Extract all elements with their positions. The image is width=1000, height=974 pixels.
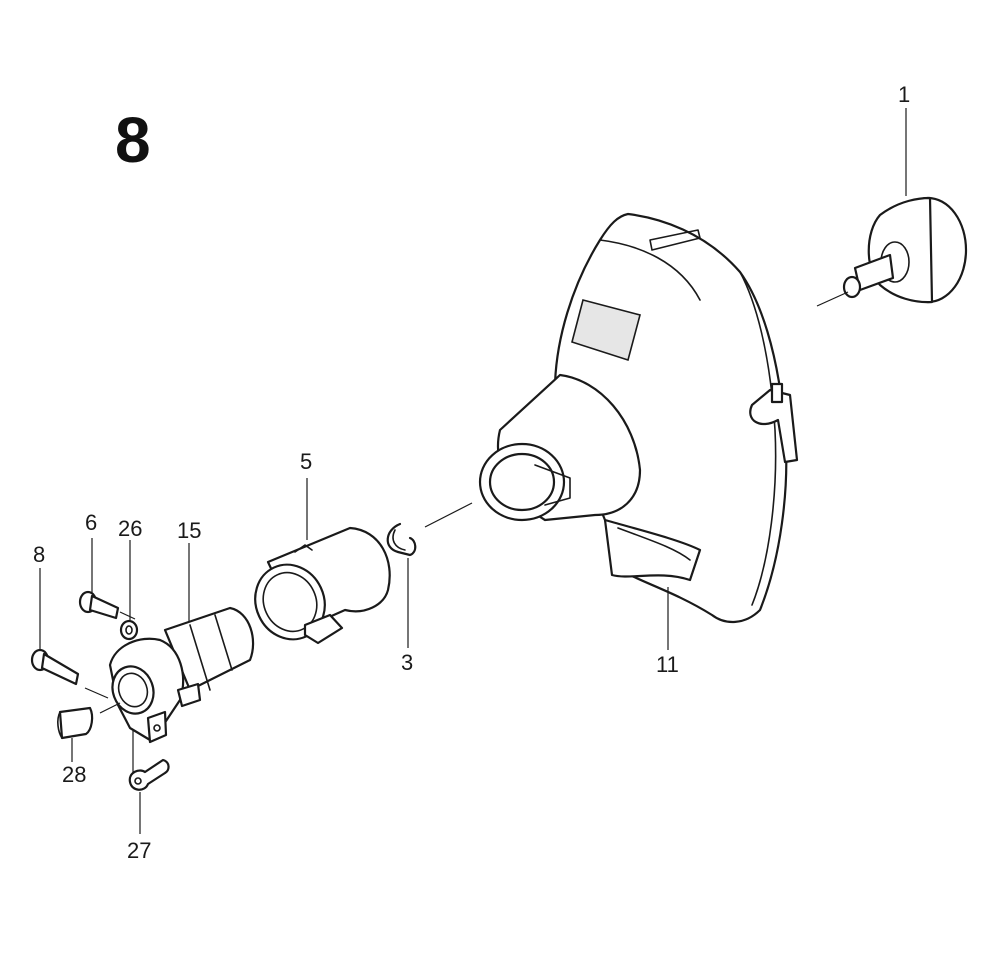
part-6-screw	[78, 590, 136, 620]
part-3-retaining-clip	[386, 522, 417, 557]
callout-3: 3	[401, 650, 413, 675]
callout-26: 26	[118, 516, 142, 541]
part-11-clutch-housing	[424, 212, 799, 623]
callout-27: 27	[127, 838, 151, 863]
figure-number: 8	[115, 104, 151, 176]
callout-28: 28	[62, 762, 86, 787]
callout-11: 11	[656, 652, 679, 677]
callout-6: 6	[85, 510, 97, 535]
part-15-handle-mount	[84, 606, 255, 744]
part-26-washer	[119, 619, 139, 641]
callout-8: 8	[33, 542, 45, 567]
callout-15: 15	[177, 518, 201, 543]
callout-5: 5	[300, 449, 312, 474]
part-8-screw	[30, 648, 80, 686]
part-5-tube-clamp	[254, 526, 391, 645]
part-1-clutch-drum	[816, 196, 968, 307]
callout-1: 1	[898, 82, 910, 107]
part-28-plug	[57, 706, 94, 740]
part-27-cable-tab	[128, 758, 170, 791]
